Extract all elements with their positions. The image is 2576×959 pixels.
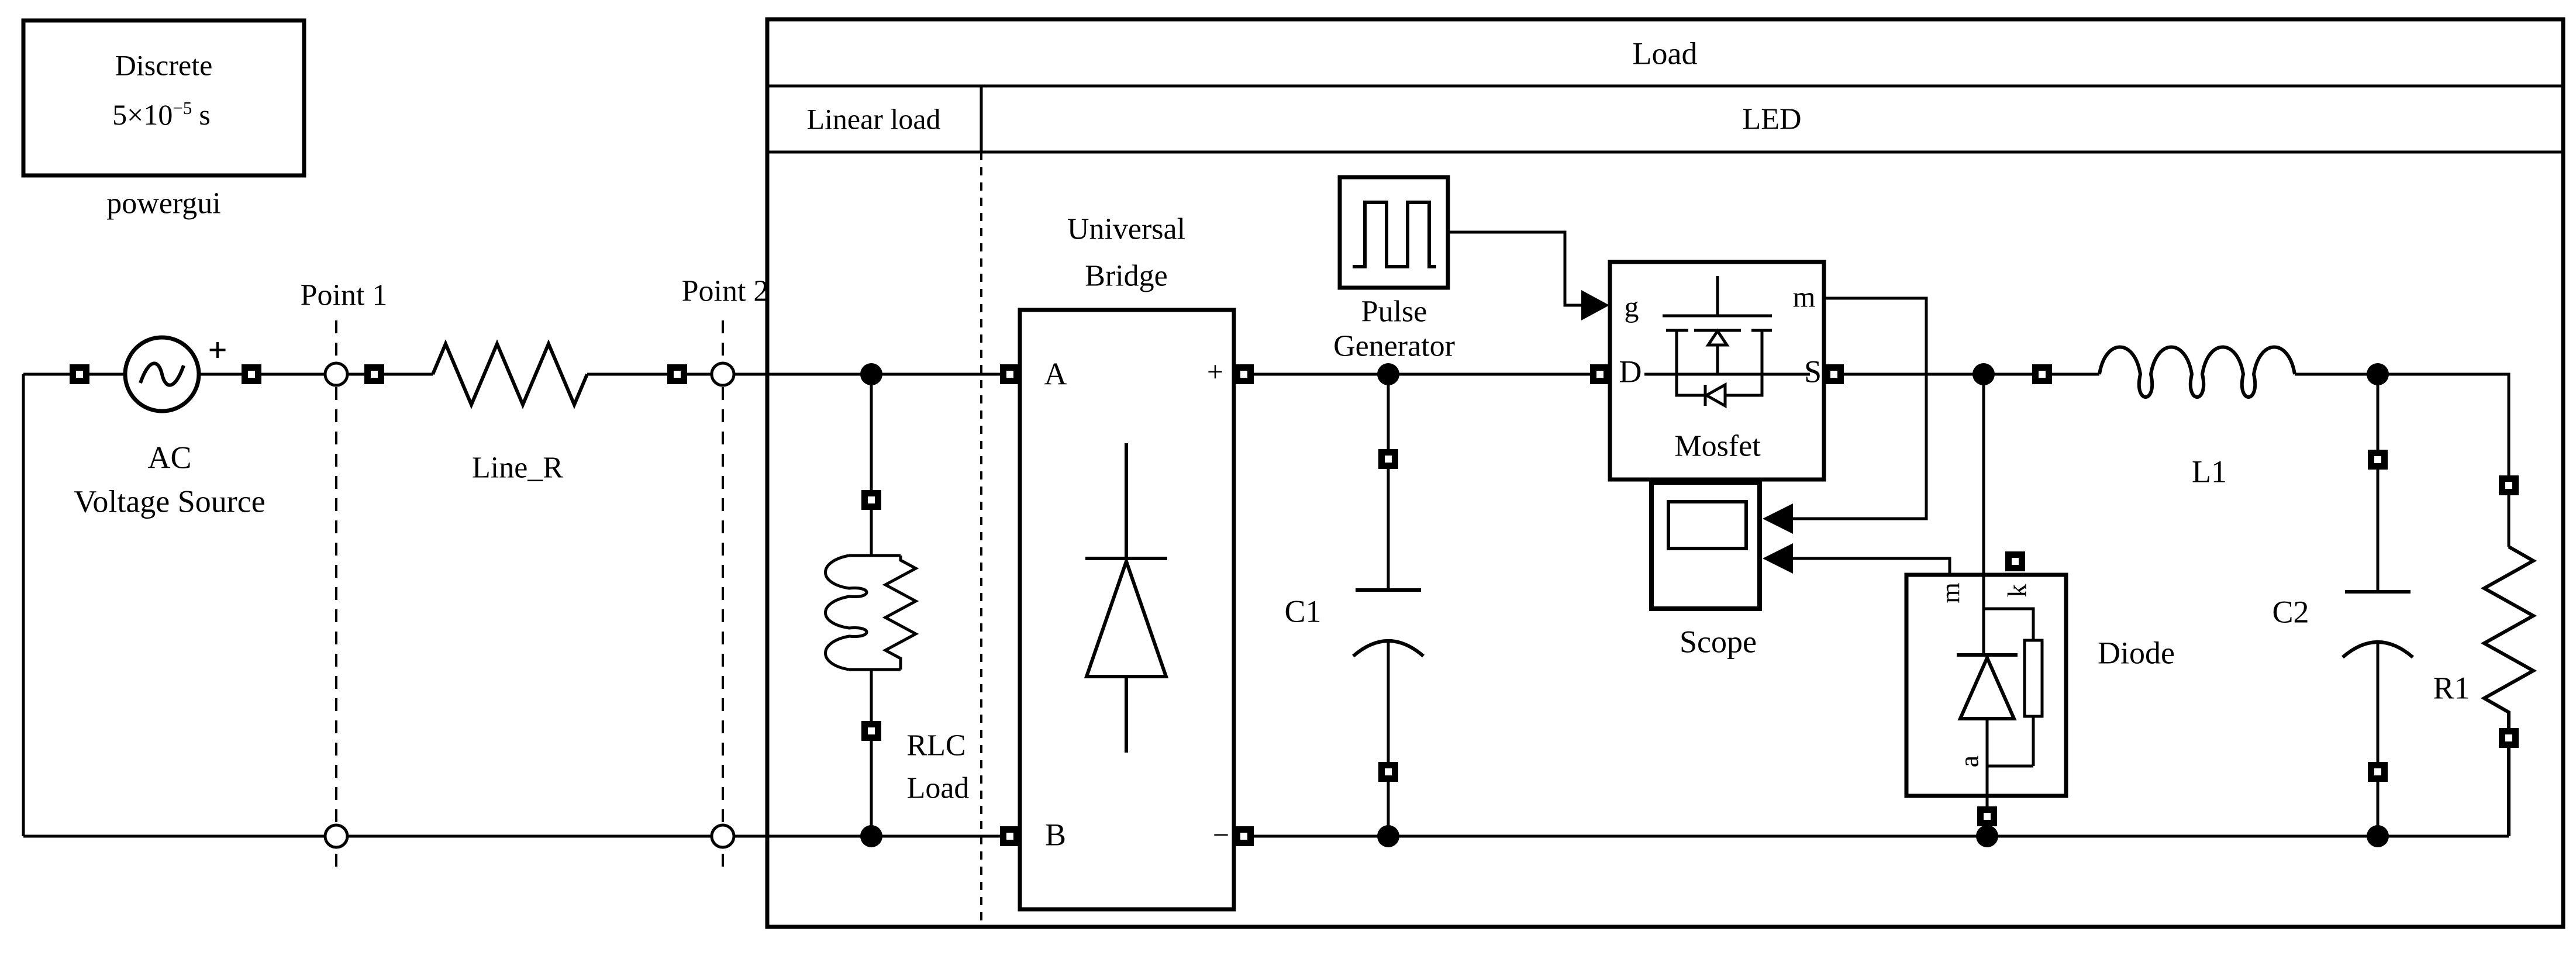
signal-arrows (1581, 290, 1793, 574)
pulse-label-line2: Generator (1333, 329, 1455, 363)
bridge-diode-icon (1084, 556, 1169, 678)
line-r-resistor-zigzag (431, 339, 589, 409)
linear-load-column-label: Linear load (806, 102, 941, 136)
powergui-box (21, 18, 306, 178)
mosfet-label: Mosfet (1674, 429, 1761, 463)
ac-source-label-line1: AC (147, 440, 192, 475)
c1-capacitor-icon (1352, 588, 1425, 658)
point1-label: Point 1 (300, 278, 388, 312)
rlc-inductor-coil (824, 554, 868, 671)
diode-label: Diode (2098, 635, 2175, 671)
c2-capacitor-icon (2341, 590, 2414, 659)
bridge-port-plus: + (1206, 355, 1224, 388)
body-diode-icon (1703, 382, 1727, 409)
diode-block (1904, 572, 2068, 798)
rlc-label-line2: Load (906, 771, 970, 805)
bridge-title-line1: Universal (1067, 212, 1186, 246)
powergui-mode-label: Discrete (115, 49, 213, 82)
powergui-sample-time: 5×10−5 s (112, 98, 211, 131)
r1-resistor-zigzag (2480, 545, 2537, 836)
pulse-label-line1: Pulse (1361, 295, 1427, 329)
powergui-block-label: powergui (106, 187, 221, 220)
load-region-frame (765, 17, 2565, 929)
measurement-node-circles (323, 361, 736, 849)
rlc-load-icon (824, 554, 919, 671)
snubber-resistor-icon (2023, 639, 2044, 718)
ac-source-polarity-plus: + (208, 331, 227, 370)
l1-label: L1 (2192, 454, 2227, 489)
bridge-port-b: B (1044, 817, 1067, 853)
c2-label: C2 (2272, 594, 2309, 630)
c1-label: C1 (1284, 594, 1322, 629)
mosfet-port-m: m (1792, 280, 1816, 313)
sample-time-base: 5×10 (112, 98, 173, 131)
pulse-generator-block (1337, 175, 1450, 290)
square-wave-icon (1353, 201, 1436, 268)
mosfet-block (1608, 260, 1826, 482)
sine-wave-icon (139, 361, 185, 387)
diode-port-m: m (1935, 582, 1965, 603)
scope-block (1649, 480, 1762, 611)
sample-time-unit: s (199, 98, 211, 131)
bridge-port-minus: − (1212, 818, 1230, 851)
mosfet-port-g: g (1624, 290, 1639, 323)
line-r-label: Line_R (472, 451, 563, 485)
ac-voltage-source-symbol (123, 335, 201, 413)
wires (22, 230, 2537, 838)
point2-label: Point 2 (681, 274, 769, 308)
led-column-label: LED (1742, 102, 1802, 136)
rlc-resistor-zigzag (882, 556, 919, 670)
scope-label: Scope (1680, 624, 1757, 660)
mosfet-port-s: S (1803, 354, 1822, 389)
r1-label: R1 (2433, 670, 2470, 706)
universal-bridge-block (1018, 308, 1236, 912)
diode-triangle-icon (1957, 653, 2017, 720)
scope-input2-arrow-icon (1763, 543, 1793, 574)
load-region-title: Load (1632, 36, 1698, 71)
ac-source-label-line2: Voltage Source (74, 484, 265, 519)
scope-screen-icon (1667, 500, 1748, 550)
bridge-title-line2: Bridge (1085, 259, 1168, 293)
sample-time-exponent: −5 (173, 98, 192, 119)
scope-input1-arrow-icon (1763, 503, 1793, 534)
junction-dots (860, 363, 2389, 847)
l1-inductor-coil (2098, 345, 2296, 399)
bridge-port-a: A (1044, 356, 1067, 392)
rlc-label-line1: RLC (906, 729, 966, 763)
mosfet-port-d: D (1619, 354, 1642, 389)
mosfet-arrow-icon (1705, 328, 1730, 347)
gate-arrow-icon (1581, 290, 1609, 320)
diode-port-k: k (2002, 584, 2032, 598)
diode-port-a: a (1954, 755, 1984, 768)
